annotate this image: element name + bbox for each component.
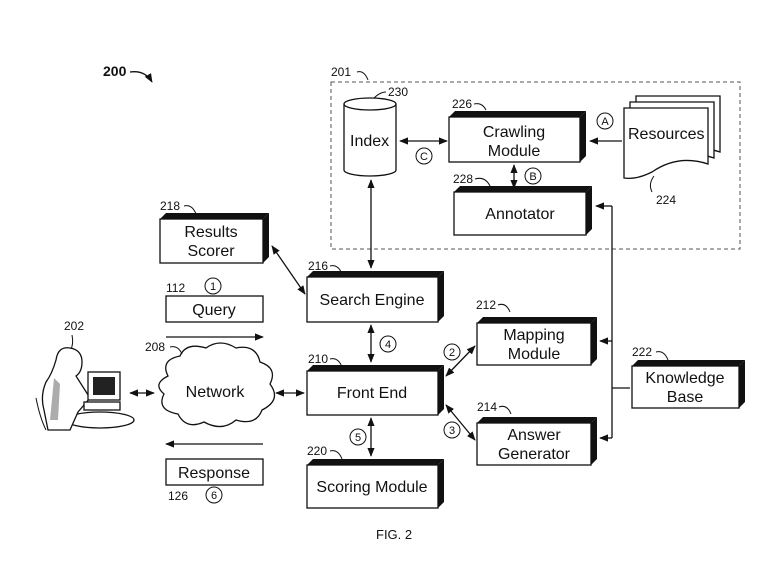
svg-text:6: 6 (211, 490, 217, 502)
annotator: Annotator 228 (453, 172, 592, 236)
svg-text:Generator: Generator (498, 446, 571, 463)
results-scorer: Results Scorer 218 (159, 199, 269, 264)
svg-text:226: 226 (452, 97, 472, 111)
svg-text:214: 214 (477, 400, 497, 414)
svg-text:126: 126 (168, 489, 188, 503)
svg-text:201: 201 (331, 65, 351, 79)
svg-text:216: 216 (308, 259, 328, 273)
resources-pages: Resources 224 (623, 95, 721, 207)
svg-text:220: 220 (307, 444, 327, 458)
svg-text:Response: Response (178, 465, 250, 482)
scoring-module: Scoring Module 220 (306, 444, 444, 509)
svg-text:C: C (420, 151, 428, 163)
svg-text:Front End: Front End (337, 385, 407, 402)
svg-text:3: 3 (449, 425, 455, 437)
svg-text:222: 222 (632, 345, 652, 359)
subsystem-boundary: 201 (330, 65, 741, 250)
svg-text:202: 202 (64, 319, 84, 333)
svg-text:Results: Results (184, 224, 237, 241)
svg-text:210: 210 (308, 352, 328, 366)
svg-text:Module: Module (488, 143, 541, 160)
svg-text:Network: Network (186, 384, 246, 401)
svg-text:Knowledge: Knowledge (645, 370, 724, 387)
svg-text:Mapping: Mapping (503, 327, 564, 344)
knowledge-base: Knowledge Base 222 (631, 345, 745, 409)
response-message: Response 126 6 (165, 440, 264, 504)
svg-text:218: 218 (160, 199, 180, 213)
answer-generator: Answer Generator 214 (476, 400, 597, 466)
network-cloud: Network 208 (145, 340, 276, 428)
figure-caption: FIG. 2 (376, 527, 412, 542)
user-workstation: 202 (35, 319, 135, 431)
svg-text:A: A (601, 116, 609, 128)
svg-text:112: 112 (166, 281, 185, 295)
svg-text:Crawling: Crawling (483, 124, 545, 141)
svg-text:Resources: Resources (628, 126, 704, 143)
svg-text:Query: Query (192, 302, 236, 319)
front-end: Front End 210 (306, 352, 444, 416)
index-store: Index 230 (343, 85, 408, 177)
svg-text:228: 228 (453, 172, 473, 186)
svg-text:224: 224 (656, 193, 676, 207)
connectors: C A B 4 5 2 3 (129, 112, 630, 457)
svg-text:5: 5 (355, 432, 361, 444)
svg-text:Module: Module (508, 346, 561, 363)
search-engine: Search Engine 216 (306, 259, 444, 323)
svg-text:Scorer: Scorer (187, 243, 235, 260)
crawling-module: Crawling Module 226 (448, 97, 586, 163)
svg-text:Annotator: Annotator (485, 206, 555, 223)
svg-text:212: 212 (476, 298, 496, 312)
svg-text:Answer: Answer (507, 427, 561, 444)
figure-number: 200 (103, 63, 153, 83)
svg-text:2: 2 (449, 347, 455, 359)
svg-text:Scoring Module: Scoring Module (316, 479, 427, 496)
svg-text:Index: Index (350, 133, 389, 150)
svg-text:1: 1 (210, 281, 216, 293)
svg-text:200: 200 (103, 63, 127, 79)
svg-text:Search Engine: Search Engine (320, 292, 425, 309)
mapping-module: Mapping Module 212 (476, 298, 597, 366)
svg-text:Base: Base (667, 389, 704, 406)
svg-text:4: 4 (385, 339, 391, 351)
query-message: Query 112 1 (165, 277, 264, 341)
svg-text:208: 208 (145, 340, 165, 354)
svg-text:B: B (529, 171, 536, 183)
svg-text:230: 230 (388, 85, 408, 99)
